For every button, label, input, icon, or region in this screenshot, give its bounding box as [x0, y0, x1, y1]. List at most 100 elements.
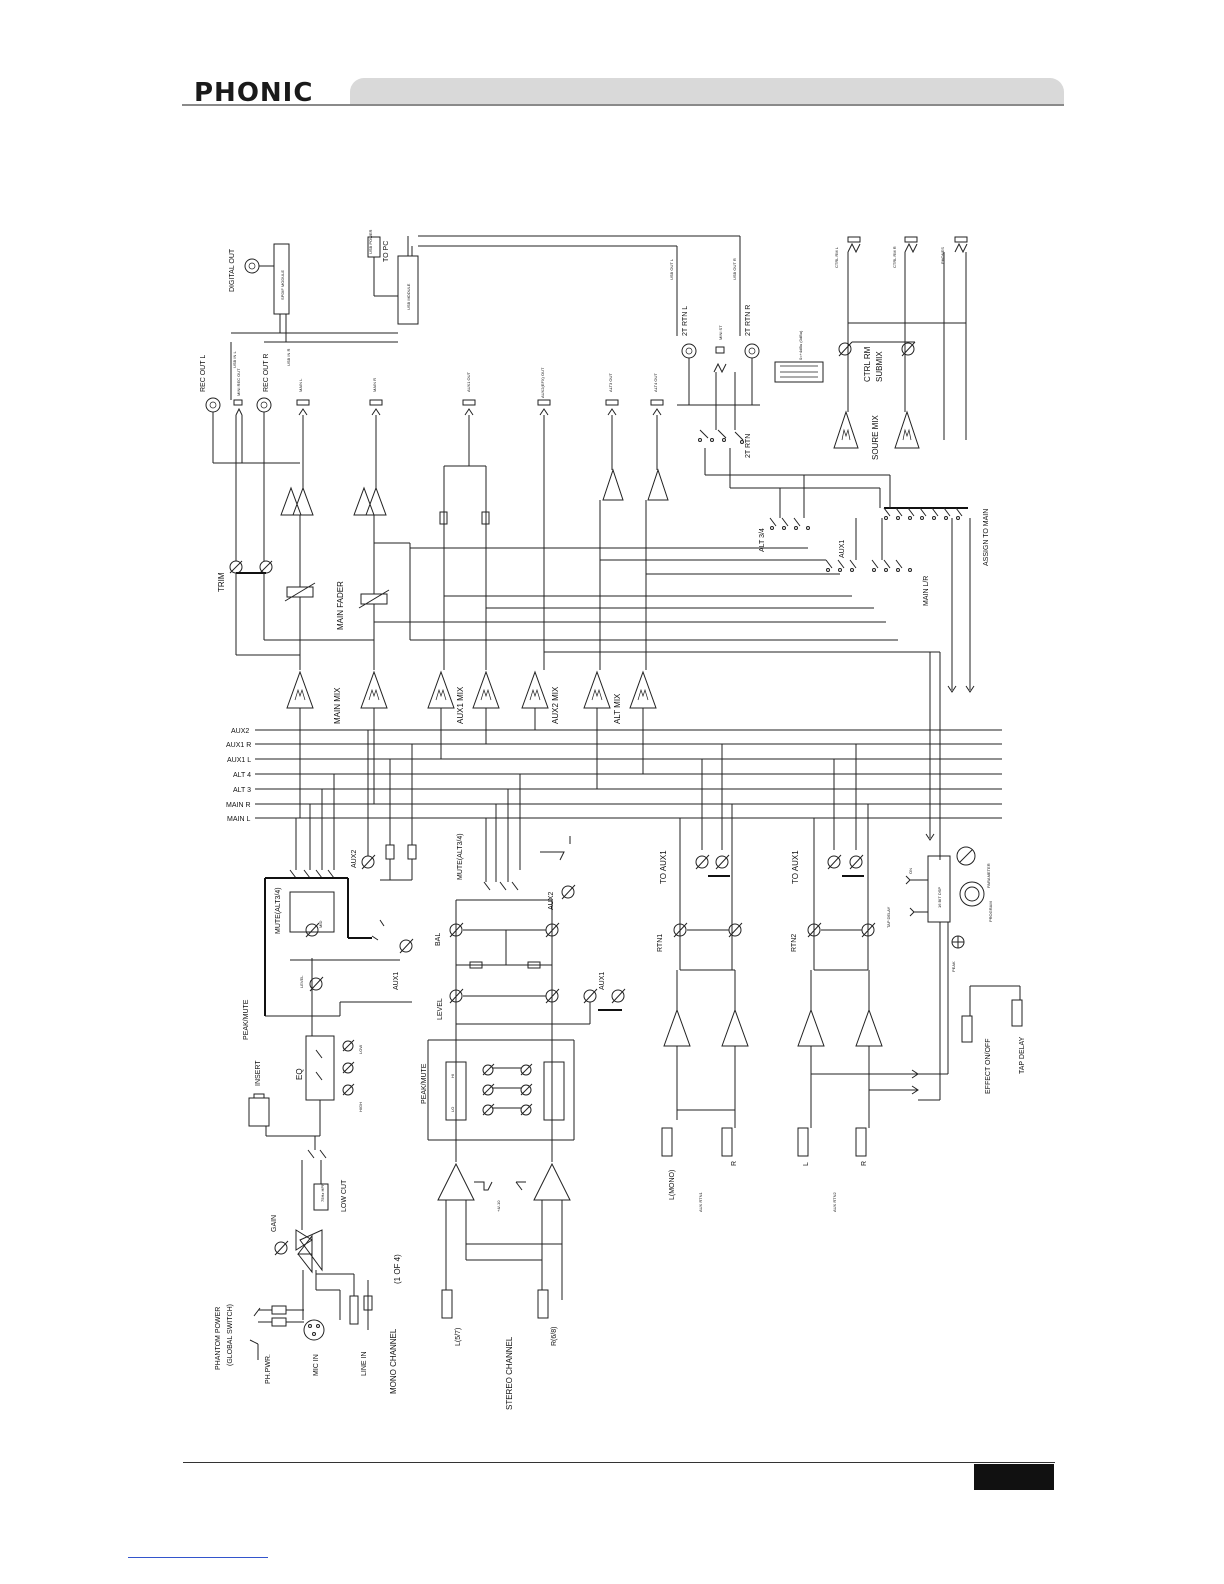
bus-label-aux1-l: AUX1 L	[227, 757, 251, 764]
label-r-rtn2: R	[861, 1161, 868, 1166]
label-aux1-mono: AUX1	[393, 972, 400, 990]
label-peak: PEAK	[951, 961, 956, 972]
stereo-l-input-amp-icon	[437, 1162, 475, 1201]
page-number-box	[974, 1464, 1054, 1490]
label-submix: SUBMIX	[875, 351, 884, 382]
label-l-rtn2: L	[803, 1162, 810, 1166]
aux1-out-jack	[462, 399, 476, 406]
program-knob-icon	[959, 881, 985, 907]
label-aux2-mix: AUX2 MIX	[551, 686, 560, 724]
spdif-module-box	[273, 243, 290, 315]
label-main-lr: MAIN L/R	[923, 576, 930, 606]
label-usb-out-r: USB OUT R	[732, 258, 737, 280]
label-program: PROGRAM	[988, 901, 993, 922]
rtn2-l-amp-icon	[797, 1008, 825, 1047]
main-r-amp-icon	[353, 486, 387, 516]
label-high: HIGH	[358, 1102, 363, 1112]
mono-insert-jack	[248, 1097, 270, 1127]
rtn-2t-r-rca	[744, 343, 760, 359]
label-ctrl-rm-r: CTRL RM R	[892, 246, 897, 268]
label-bal: BAL	[435, 933, 442, 946]
rtn2-to-aux1-l-pot-icon	[827, 855, 841, 869]
label-2t-rtn: 2T RTN	[745, 434, 752, 458]
main-r-jack	[369, 399, 383, 406]
mix-amps: MAIN MIX AUX1 MIX AUX2 MIX ALT MIX	[286, 670, 657, 818]
label-main-l-out: MAIN L	[298, 378, 303, 392]
label-aux1-out: AUX1 OUT	[466, 371, 471, 392]
label-mid-mono: MID	[318, 921, 323, 928]
phones-jack	[954, 236, 968, 243]
mini-rec-out-jack	[233, 399, 243, 406]
ctrl-room-section: 2T RTN L MINI ST 2T RTN R 2T RTN 0=+4dBu…	[677, 236, 968, 489]
header-bar	[350, 78, 1064, 106]
mono-gain-pot-icon	[274, 1241, 288, 1255]
label-global-switch: (GLOBAL SWITCH)	[227, 1304, 234, 1366]
source-mix-r-amp-icon	[894, 410, 920, 449]
stereo-r-input-amp-icon	[533, 1162, 571, 1201]
brand-logo: PHONIC	[194, 78, 314, 108]
bus-label-aux1-r: AUX1 R	[226, 742, 251, 749]
aux-rtn2-section: TO AUX1 RTN2 L R AUX RTN2	[791, 744, 919, 1212]
dsp-box	[927, 855, 951, 923]
label-rtn1: RTN1	[657, 934, 664, 952]
label-dsp: 16 BIT DSP	[937, 887, 942, 908]
label-assign-to-main: ASSIGN TO MAIN	[983, 509, 990, 566]
label-mono-channel: MONO CHANNEL	[389, 1328, 398, 1394]
mono-level-pot-icon	[309, 977, 323, 991]
label-mini-rec-out: MINI REC OUT	[236, 368, 241, 396]
main-mix-l-amp-icon	[286, 670, 314, 709]
label-low: LOW	[358, 1045, 363, 1054]
aux-rtn2-r-jack	[855, 1127, 867, 1157]
label-to-aux1-rtn1: TO AUX1	[659, 850, 668, 884]
label-usb-out-l: USB OUT L	[669, 258, 674, 280]
label-alt-mix: ALT MIX	[613, 693, 622, 724]
rtn2-l-pot-icon	[807, 923, 821, 937]
usb-spdif-section: DIGITAL OUT SPDIF MODULE USB POWER TO PC…	[229, 229, 741, 368]
ctrl-rm-r-pot-icon	[901, 342, 915, 356]
label-usb-in-l: USB IN L	[232, 351, 237, 368]
label-peak-mute-stereo: PEAK/MUTE	[421, 1063, 428, 1104]
label-to-aux1-rtn2: TO AUX1	[791, 850, 800, 884]
label-aux1-mix: AUX1 MIX	[456, 686, 465, 724]
aux-rtn1-r-jack	[721, 1127, 733, 1157]
label-aux2-stereo: AUX2	[548, 892, 555, 910]
main-mix-r-amp-icon	[360, 670, 388, 709]
label-alt3-out: ALT3 OUT	[608, 373, 613, 392]
label-usb-in-r: USB IN R	[286, 349, 291, 366]
label-level-mono: LEVEL	[299, 975, 304, 988]
label-meter-range: 0=+4dBu (0dBu)	[798, 330, 803, 360]
stereo-bal-l-pot-icon	[449, 923, 463, 937]
main-l-amp-icon	[280, 486, 314, 516]
ctrl-rm-l-jack	[847, 236, 861, 243]
label-usb-power: USB POWER	[368, 229, 373, 254]
output-amps	[280, 415, 669, 670]
alt3-amp-icon	[602, 468, 624, 501]
label-l-mono: L(MONO)	[669, 1170, 676, 1200]
rca-connector-icon	[244, 258, 260, 274]
rec-out-r-rca	[256, 397, 272, 413]
footer-link-underline[interactable]	[128, 1557, 268, 1558]
rtn1-to-aux1-l-pot-icon	[695, 855, 709, 869]
mini-st-jack	[715, 346, 725, 354]
label-to-pc: TO PC	[383, 241, 390, 262]
aux1-mix-l-amp-icon	[427, 670, 455, 709]
label-aux2-out: AUX2(EFX) OUT	[540, 367, 545, 398]
label-rtn2: RTN2	[791, 934, 798, 952]
tap-delay-jack	[1011, 999, 1023, 1027]
alt4-amp-icon	[647, 468, 669, 501]
rtn1-l-amp-icon	[663, 1008, 691, 1047]
label-stereo-channel: STEREO CHANNEL	[505, 1336, 514, 1410]
alt3-out-jack	[605, 399, 619, 406]
label-alt34: ALT 3/4	[759, 528, 766, 552]
label-rec-out-l: REC OUT L	[200, 355, 207, 392]
bus-label-main-r: MAIN R	[226, 802, 251, 809]
rtn1-to-aux1-r-pot-icon	[715, 855, 729, 869]
label-stereo-trim: +4/-10	[496, 1200, 501, 1212]
label-peak-mute-mono: PEAK/MUTE	[243, 999, 250, 1040]
label-phones: PHONES	[940, 247, 945, 264]
rtn1-r-amp-icon	[721, 1008, 749, 1047]
stereo-eq-r-box	[543, 1061, 565, 1121]
label-tap-delay: TAP DELAY	[1019, 1036, 1026, 1074]
label-r68: R(6/8)	[551, 1327, 558, 1346]
